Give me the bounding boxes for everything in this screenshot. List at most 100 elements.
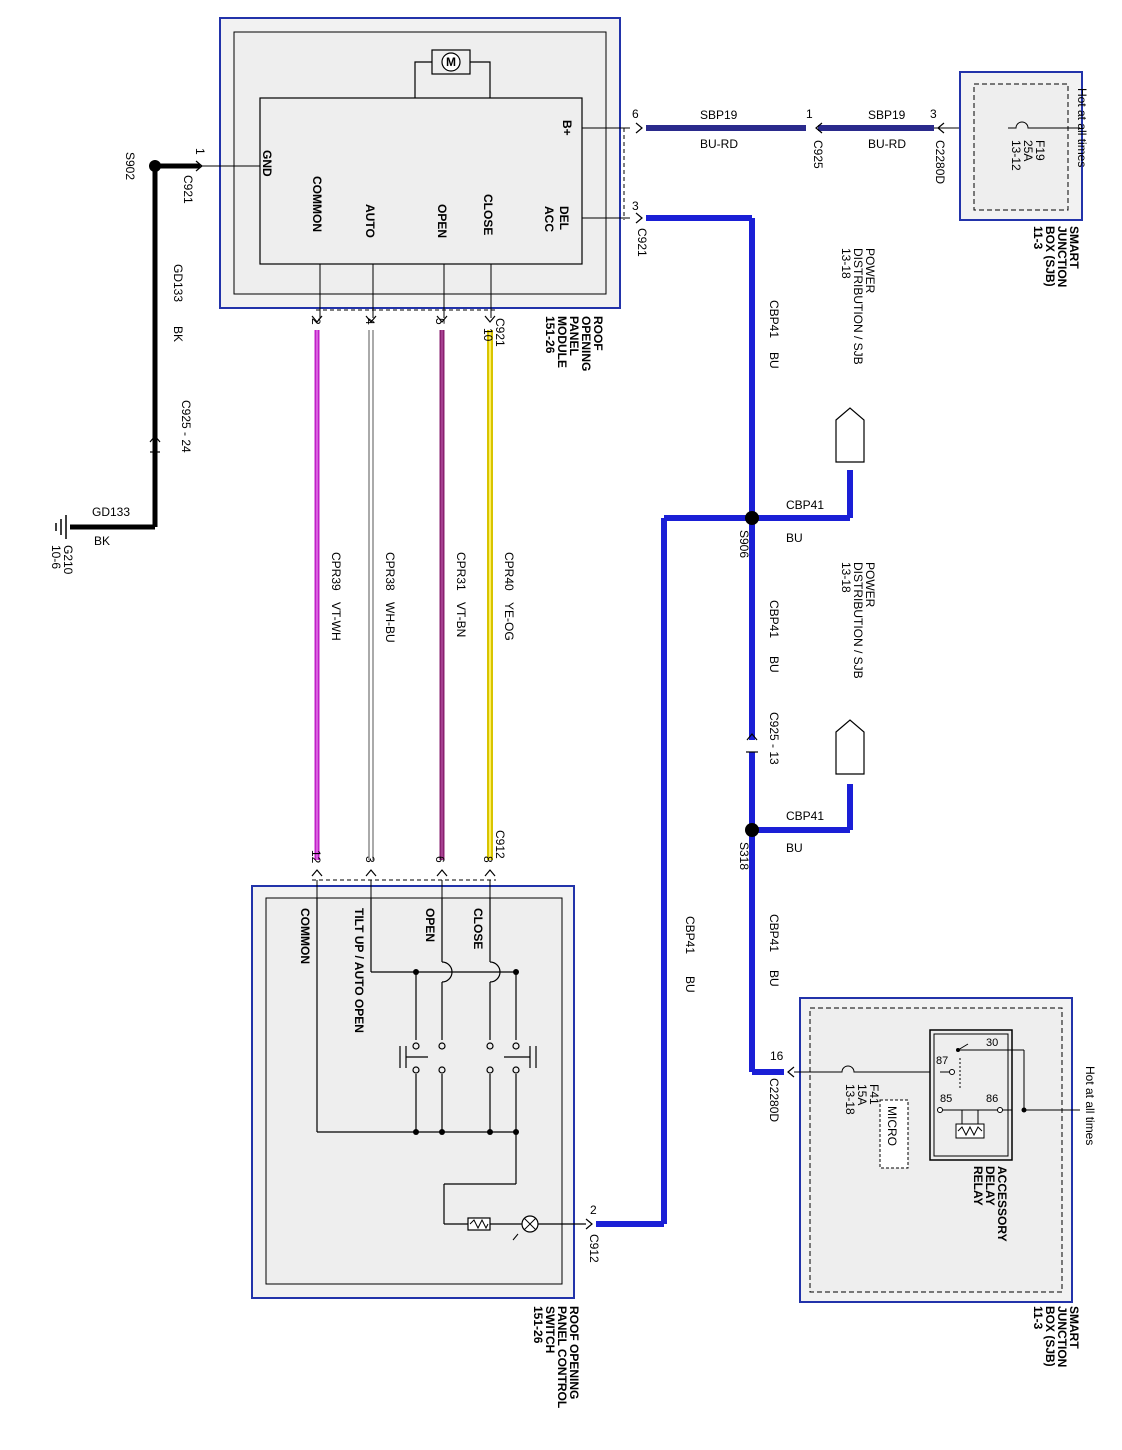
wire-color: BU-RD <box>700 137 738 151</box>
splice-label: S318 <box>737 842 751 870</box>
pin-number: 6 <box>632 107 639 121</box>
power-dist-label: POWER <box>863 562 877 608</box>
pin-number: 5 <box>433 318 447 325</box>
wire-circuit: CBP41 <box>786 498 824 512</box>
inline-connector-label: C925 - 13 <box>767 712 781 765</box>
splice-s906 <box>745 511 759 525</box>
relay-pin: 86 <box>986 1093 998 1105</box>
splice-label: S906 <box>737 530 751 558</box>
pin-number: 6 <box>433 856 447 863</box>
wire-circuit: SBP19 <box>700 108 738 122</box>
pin-number: 12 <box>309 850 323 864</box>
pin-label-acc: ACC <box>542 206 556 232</box>
ground-ref: 10-6 <box>49 545 63 569</box>
ground-label: G210 <box>61 545 75 575</box>
wire-color: BU <box>767 656 781 673</box>
splice-label: S902 <box>123 152 137 180</box>
pin-number: 2 <box>309 318 323 325</box>
cbp41-circuit: 3 C921 CBP41 BU POWER DISTRIBUTION / SJB… <box>585 199 877 1263</box>
relay-pin: 30 <box>986 1037 998 1049</box>
fuse-ref: 13-18 <box>843 1084 857 1115</box>
splice-s902 <box>149 160 161 172</box>
pin-number: 3 <box>632 199 639 213</box>
junction-dots <box>413 969 519 1135</box>
pin-number: 16 <box>770 1049 784 1063</box>
fuse-label: F19 <box>1033 140 1047 161</box>
svg-text:151-26: 151-26 <box>531 1306 545 1344</box>
svg-text:PANEL CONTROL: PANEL CONTROL <box>555 1306 569 1408</box>
lamp-icon <box>512 1215 539 1241</box>
relay-pin: 85 <box>940 1093 952 1105</box>
pin-label-gnd: GND <box>260 150 274 177</box>
wire-circuit: CBP41 <box>683 916 697 954</box>
sjb-title: JUNCTION <box>1055 226 1069 287</box>
wire-color: BK <box>171 326 185 342</box>
pin-number: 10 <box>481 328 495 342</box>
connector-label: C2280D <box>933 140 947 184</box>
wire-color: VT-WH <box>329 602 343 641</box>
sjb-title: BOX (SJB) <box>1043 226 1057 287</box>
ground-g210-icon <box>55 515 67 539</box>
ground-circuit: 1 C921 S902 GD133 BK C925 - 24 GD133 BK … <box>49 148 234 575</box>
power-distribution-arrow-icon <box>835 719 865 775</box>
connector-label: C925 <box>811 140 825 169</box>
connector-label: C921 <box>181 175 195 204</box>
pin-label-common: COMMON <box>310 176 324 232</box>
svg-text:151-26: 151-26 <box>543 316 557 354</box>
wire-circuit: CPR40 <box>502 552 516 591</box>
wire-circuit: CBP41 <box>767 600 781 638</box>
connector-label: C2280D <box>767 1078 781 1122</box>
wire-circuit: CPR39 <box>329 552 343 591</box>
wire-color: BU <box>767 352 781 369</box>
switch-title: ROOF OPENING PANEL CONTROL SWITCH 151-26 <box>531 1306 581 1408</box>
wire-circuit: CBP41 <box>767 300 781 338</box>
connector-label: C912 <box>587 1234 601 1263</box>
fuse-rating: 15A <box>855 1084 869 1105</box>
switch-pin-close: CLOSE <box>471 908 485 949</box>
inline-connector-label: C925 - 24 <box>179 400 193 453</box>
wire-color: VT-BN <box>454 602 468 637</box>
fuse-ref: 13-12 <box>1009 140 1023 171</box>
pin-number: 8 <box>481 856 495 863</box>
svg-text:ROOF: ROOF <box>591 316 605 351</box>
wire-circuit: GD133 <box>171 264 185 302</box>
wire-color: YE-OG <box>502 602 516 641</box>
switch-pin-common: COMMON <box>298 908 312 964</box>
switch-pin-tilt: TILT UP / AUTO OPEN <box>352 908 366 1033</box>
motor-label: M <box>446 55 456 69</box>
accessory-delay-relay: 30 87 85 86 <box>929 1029 1027 1161</box>
switch-pin-open: OPEN <box>423 908 437 942</box>
power-dist-label: DISTRIBUTION / SJB <box>851 562 865 679</box>
switch-harness: 2 4 5 10 C921 CPR39 VT-WH CPR38 WH-BU CP… <box>309 315 516 881</box>
svg-text:PANEL: PANEL <box>567 316 581 356</box>
sjb-title: JUNCTION <box>1055 1306 1069 1367</box>
pin-number: 4 <box>363 318 377 325</box>
hot-label: Hot at all times <box>1075 88 1089 167</box>
relay-title: ACCESSORY <box>995 1166 1009 1242</box>
svg-text:SWITCH: SWITCH <box>543 1306 557 1353</box>
pin-number: 3 <box>930 107 937 121</box>
pin-number: 1 <box>193 148 207 155</box>
pin-label-del: DEL <box>557 206 571 230</box>
wire-color: BU <box>767 970 781 987</box>
wire-color: BU <box>786 841 803 855</box>
fuse-rating: 25A <box>1021 140 1035 161</box>
wire-color: BU <box>786 531 803 545</box>
motor-icon: M <box>414 49 491 98</box>
pin-label-auto: AUTO <box>363 204 377 238</box>
wire-circuit: SBP19 <box>868 108 906 122</box>
wire-color: BU <box>683 976 697 993</box>
wire-circuit: CPR31 <box>454 552 468 591</box>
wire-color: BU-RD <box>868 137 906 151</box>
wire-color: BK <box>94 534 110 548</box>
connector-label: C921 <box>493 318 507 347</box>
wire-circuit: CBP41 <box>767 914 781 952</box>
splice-s318 <box>745 823 759 837</box>
connector-label: C912 <box>493 830 507 859</box>
roof-opening-panel-module: M GND COMMON AUTO OPEN CLOSE B+ DEL ACC … <box>219 17 630 371</box>
pin-label-close: CLOSE <box>481 194 495 235</box>
pin-label-bplus: B+ <box>560 120 574 136</box>
sjb-title: SMART <box>1067 1306 1081 1349</box>
micro-label: MICRO <box>885 1106 899 1146</box>
